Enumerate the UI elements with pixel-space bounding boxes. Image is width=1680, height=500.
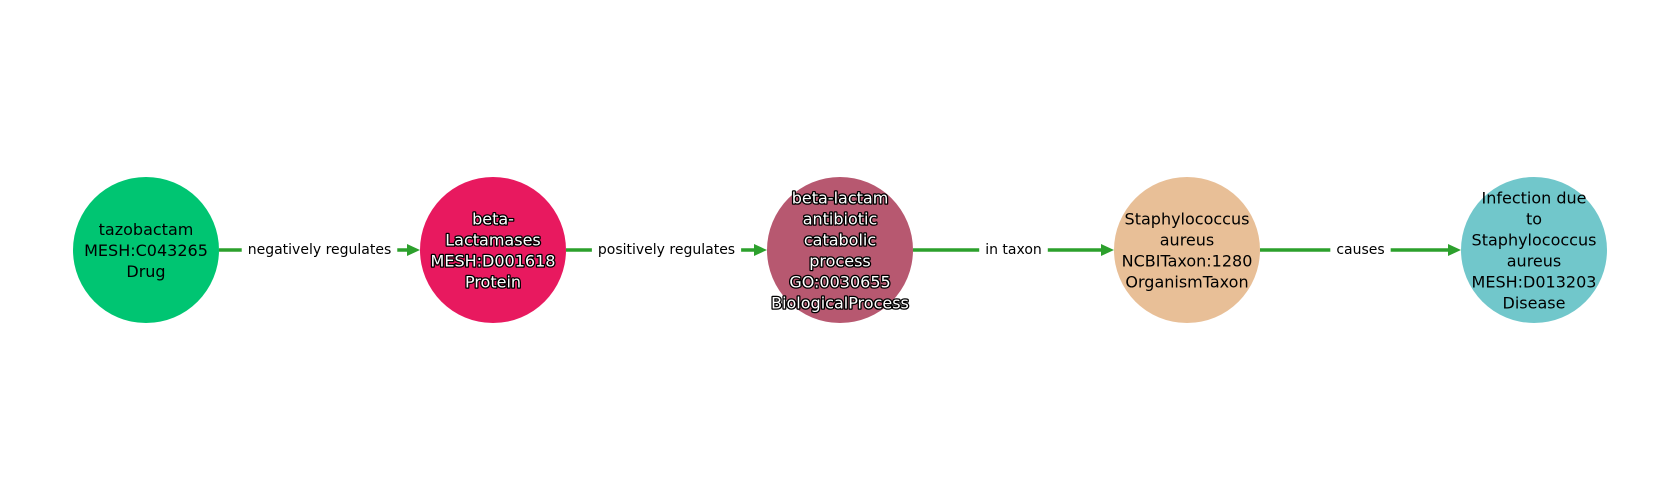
edge-n3-n4: in taxon	[913, 240, 1114, 260]
node-label-line: to	[1526, 210, 1542, 229]
arrow-head	[407, 244, 420, 256]
node-n4: Staphylococcus aureusNCBITaxon:1280Organi…	[1114, 177, 1260, 323]
node-label-line: Infection due	[1481, 189, 1586, 208]
arrow-head	[1448, 244, 1461, 256]
edge-n4-n5: causes	[1260, 240, 1461, 260]
arrow-head	[754, 244, 767, 256]
edge-n1-n2: negatively regulates	[219, 240, 420, 260]
edge-label-background	[241, 240, 398, 260]
node-label-line: Staphylococcus	[1472, 231, 1597, 250]
node-circle	[73, 177, 219, 323]
node-label-line: catabolic	[804, 231, 876, 250]
node-label-line: OrganismTaxon	[1125, 273, 1248, 292]
node-label-line: Lactamases	[445, 231, 541, 250]
node-label-line: GO:0030655	[789, 273, 890, 292]
edge-label-background	[1330, 240, 1391, 260]
node-label-line: Protein	[465, 273, 521, 292]
node-label-line: antibiotic	[803, 210, 878, 229]
node-circle	[420, 177, 566, 323]
node-label-line: Staphylococcus	[1125, 210, 1250, 229]
edge-n2-n3: positively regulates	[566, 240, 767, 260]
node-label-line: BiologicalProcess	[771, 294, 909, 313]
node-label-line: aureus	[1160, 231, 1215, 250]
edge-label-background	[979, 240, 1048, 260]
node-circle	[1114, 177, 1260, 323]
edge-label-background	[591, 240, 742, 260]
node-circle	[1461, 177, 1607, 323]
edge-label: in taxon	[985, 242, 1042, 258]
edge-label: positively regulates	[598, 242, 735, 258]
node-label-line: aureus	[1507, 252, 1562, 271]
node-circle	[767, 177, 913, 323]
node-n3: beta-lactam antibiotic catabolic processGO:…	[767, 177, 913, 323]
node-label-line: Disease	[1503, 294, 1566, 313]
edge-label: causes	[1336, 242, 1384, 258]
node-label-line: tazobactam	[99, 220, 194, 239]
node-label-line: MESH:D001618	[431, 252, 556, 271]
edges-layer: negatively regulates positively regulates…	[219, 240, 1461, 260]
node-label-line: Drug	[126, 262, 165, 281]
edge-label: negatively regulates	[248, 242, 392, 258]
node-label-line: beta-	[472, 210, 514, 229]
node-label-line: MESH:D013203	[1472, 273, 1597, 292]
node-label-line: process	[809, 252, 870, 271]
arrow-head	[1101, 244, 1114, 256]
node-label-line: MESH:C043265	[84, 241, 208, 260]
node-label-line: beta-lactam	[792, 189, 889, 208]
node-label-line: NCBITaxon:1280	[1122, 252, 1253, 271]
